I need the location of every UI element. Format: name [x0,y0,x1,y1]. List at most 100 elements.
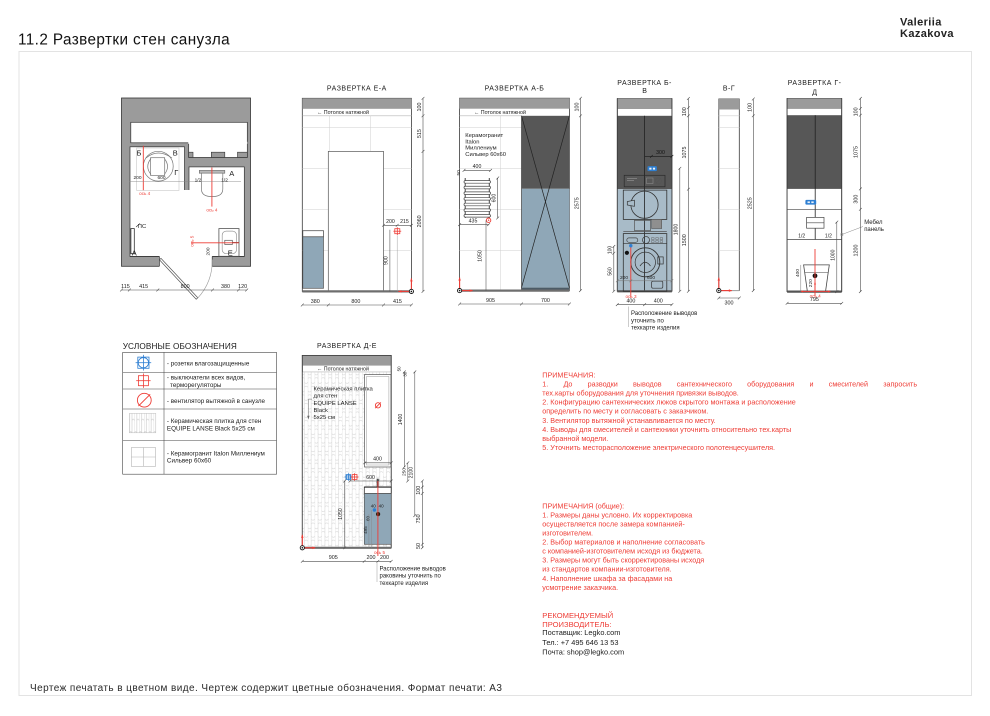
svg-text:В: В [642,88,647,95]
svg-text:3. Вентилятор вытяжной устанав: 3. Вентилятор вытяжной устанавливается п… [542,416,715,425]
svg-text:усмотрение заказчика.: усмотрение заказчика. [542,583,618,592]
svg-text:100: 100 [575,103,581,112]
svg-text:РЕКОМЕНДУЕМЫЙ: РЕКОМЕНДУЕМЫЙ [542,611,613,620]
svg-text:220: 220 [808,279,814,287]
svg-text:1500: 1500 [682,234,688,246]
svg-text:2100: 2100 [408,467,414,479]
svg-text:РАЗВЕРТКА А-Б: РАЗВЕРТКА А-Б [485,86,545,93]
svg-text:- вентилятор вытяжной в санузл: - вентилятор вытяжной в санузле [167,397,266,405]
svg-text:терморегуляторы: терморегуляторы [170,382,222,389]
svg-text:Расположение выводов: Расположение выводов [380,566,446,572]
svg-text:415: 415 [393,299,402,305]
svg-text:1200: 1200 [854,244,860,256]
svg-text:300: 300 [656,150,665,156]
svg-text:600: 600 [491,194,497,203]
svg-text:4. Наполнение шкафа за фасадам: 4. Наполнение шкафа за фасадами на [542,574,672,583]
svg-text:795: 795 [810,297,819,303]
svg-text:200: 200 [620,275,628,281]
svg-text:115: 115 [121,284,130,290]
svg-text:2. Конфигурацию сантехнических: 2. Конфигурацию сантехнических люков скр… [542,398,795,407]
svg-text:1400: 1400 [398,414,404,426]
svg-text:100: 100 [747,103,753,112]
svg-text:РАЗВЕРТКА Г-: РАЗВЕРТКА Г- [788,80,842,87]
svg-text:EQUIPE LANSE Black 5x25 см: EQUIPE LANSE Black 5x25 см [167,426,255,433]
svg-text:ось 5: ось 5 [374,550,386,555]
svg-text:200: 200 [206,247,212,255]
svg-text:тех.карты оборудования для уто: тех.карты оборудования для уточнения при… [542,389,738,398]
svg-text:ось 4: ось 4 [810,294,822,299]
svg-text:EQUIPE LANSE: EQUIPE LANSE [314,401,357,407]
svg-text:750: 750 [416,514,422,523]
svg-text:200: 200 [367,555,376,561]
svg-text:1/2: 1/2 [195,177,202,183]
svg-text:5. Уточнить месторасположение: 5. Уточнить месторасположение электричес… [542,443,775,452]
svg-text:2. Выбор материалов и наполнен: 2. Выбор материалов и наполнение согласо… [542,538,705,547]
svg-text:200: 200 [133,175,141,181]
svg-text:Керамогранит: Керамогранит [465,133,503,139]
svg-text:40: 40 [379,504,385,509]
svg-text:3. Размеры могут быть скоррект: 3. Размеры могут быть скорректированы ис… [542,556,704,565]
svg-text:РАЗВЕРТКА Б-: РАЗВЕРТКА Б- [617,80,672,87]
svg-text:5x25 см: 5x25 см [314,415,335,421]
svg-text:Расположение выводов: Расположение выводов [631,311,697,317]
svg-text:для стен: для стен [314,394,338,400]
svg-text:Тел.: +7 495 646 13 53: Тел.: +7 495 646 13 53 [542,638,618,647]
svg-text:515: 515 [417,129,423,138]
svg-text:1. Размеры даны условно. Их ко: 1. Размеры даны условно. Их корректировк… [542,510,692,519]
svg-text:400: 400 [654,298,663,304]
svg-text:700: 700 [541,298,550,304]
svg-text:- розетки влагозащищенные: - розетки влагозащищенные [167,360,250,367]
svg-text:905: 905 [486,298,495,304]
svg-text:400: 400 [473,164,482,170]
svg-text:300: 300 [854,195,860,204]
svg-text:1000: 1000 [830,249,836,260]
svg-text:Миллениум: Миллениум [465,146,496,152]
svg-text:600: 600 [647,275,655,281]
svg-text:900: 900 [384,256,390,265]
svg-text:400: 400 [626,298,635,304]
svg-text:200: 200 [380,555,389,561]
svg-text:Керамическая плитка: Керамическая плитка [314,386,374,392]
svg-text:ПРИМЕЧАНИЯ (общие):: ПРИМЕЧАНИЯ (общие): [542,501,624,510]
svg-text:ось 5: ось 5 [190,235,195,247]
svg-text:из стандартов компании-изготов: из стандартов компании-изготовителя. [542,565,671,574]
svg-text:Valeriia: Valeriia [900,17,942,29]
svg-text:с компанией-изготовителем исхо: с компанией-изготовителем исходя из бюдж… [542,547,702,556]
svg-text:1050: 1050 [338,508,344,520]
svg-text:В: В [173,148,178,157]
svg-text:Italon: Italon [465,139,479,145]
svg-text:495: 495 [363,526,368,534]
svg-text:300: 300 [725,301,734,307]
svg-text:Д: Д [812,90,817,97]
svg-text:120: 120 [238,284,247,290]
svg-text:1/2: 1/2 [798,233,805,239]
svg-text:40: 40 [371,504,377,509]
svg-text:Почта: shop@legko.com: Почта: shop@legko.com [542,647,624,656]
svg-text:РАЗВЕРТКА Е-А: РАЗВЕРТКА Е-А [327,86,387,93]
svg-text:4. Выводы для смесителей и сан: 4. Выводы для смесителей и сантехники ут… [542,425,791,434]
svg-text:50: 50 [397,366,402,371]
svg-text:Е: Е [228,248,233,257]
svg-text:50: 50 [416,543,422,549]
svg-text:ось 4: ось 4 [206,208,218,213]
svg-text:600: 600 [157,175,165,181]
svg-text:Поставщик: Legko.com: Поставщик: Legko.com [542,628,620,637]
svg-text:Сильвер 60x60: Сильвер 60x60 [167,458,212,465]
svg-text:100: 100 [607,246,613,255]
svg-text:380: 380 [221,284,230,290]
svg-text:Kazakova: Kazakova [900,28,954,40]
svg-text:Сильвер 60x60: Сильвер 60x60 [465,152,506,158]
svg-text:250: 250 [401,468,407,476]
svg-text:← Потолок натяжной: ← Потолок натяжной [317,109,369,116]
svg-text:Black: Black [314,408,328,414]
svg-text:100: 100 [417,103,423,112]
svg-text:Б: Б [137,148,142,157]
svg-text:техкарте изделия: техкарте изделия [631,326,680,332]
svg-text:ПС: ПС [138,224,146,230]
svg-text:800: 800 [181,284,190,290]
svg-text:560: 560 [607,267,613,276]
svg-text:1050: 1050 [477,250,483,262]
svg-text:100: 100 [854,107,860,116]
svg-text:2060: 2060 [417,215,423,227]
svg-text:400: 400 [795,269,801,277]
